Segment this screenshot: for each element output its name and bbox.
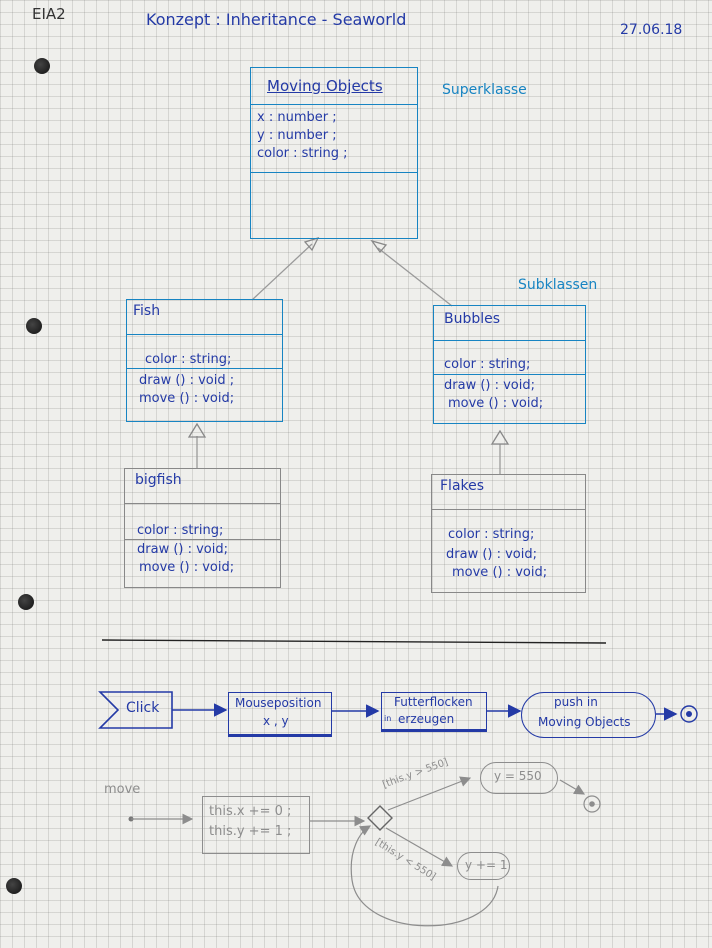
action-y-550: y = 550: [480, 762, 558, 794]
class-name: Bubbles: [444, 311, 501, 327]
action-text: y = 550: [494, 769, 542, 783]
class-bubbles: Bubbles color : string; draw () : void; …: [433, 305, 586, 424]
class-name: bigfish: [135, 472, 182, 488]
class-divider: [125, 503, 280, 504]
superclass-label: Superklasse: [442, 82, 527, 98]
action-text: y += 1: [465, 858, 508, 872]
action-y-plus-1: y += 1: [457, 852, 510, 880]
class-divider: [251, 172, 417, 173]
class-divider: [127, 368, 282, 369]
move-label: move: [104, 782, 141, 797]
click-event-label: Click: [126, 700, 160, 716]
punch-hole: [34, 58, 50, 74]
action-text: this.x += 0 ;: [209, 804, 292, 819]
class-divider: [432, 509, 585, 510]
attribute: color : string;: [448, 527, 535, 542]
class-name: Fish: [133, 303, 161, 319]
subclasses-label: Subklassen: [518, 277, 598, 293]
action-text: this.y += 1 ;: [209, 824, 292, 839]
class-divider: [125, 539, 280, 540]
step-push-moving-objects: push in Moving Objects: [521, 692, 656, 738]
attribute: color : string;: [145, 352, 232, 367]
attribute: color : string;: [444, 357, 531, 372]
attribute: color : string ;: [257, 146, 348, 161]
class-divider: [251, 104, 417, 105]
class-divider: [434, 374, 585, 375]
method: move () : void;: [452, 565, 548, 580]
attribute: x : number ;: [257, 110, 337, 125]
method: move () : void;: [139, 560, 235, 575]
step-futterflocken: Futterflocken in erzeugen: [381, 692, 487, 732]
attribute: color : string;: [137, 523, 224, 538]
class-fish: Fish color : string; draw () : void ; mo…: [126, 299, 283, 422]
punch-hole: [6, 878, 22, 894]
punch-hole: [18, 594, 34, 610]
method: move () : void;: [139, 391, 235, 406]
step-text: Moving Objects: [538, 715, 631, 729]
step-mouseposition: Mouseposition x , y: [228, 692, 332, 737]
step-text: push in: [554, 695, 598, 709]
date-label: 27.06.18: [620, 22, 683, 38]
step-text: Mouseposition: [235, 696, 322, 710]
class-name: Moving Objects: [267, 77, 383, 95]
class-divider: [127, 334, 282, 335]
punch-hole: [26, 318, 42, 334]
move-action-box: this.x += 0 ; this.y += 1 ;: [202, 796, 310, 854]
page-title: Konzept : Inheritance - Seaworld: [146, 10, 407, 29]
step-text: in: [384, 714, 392, 723]
method: move () : void;: [448, 396, 544, 411]
step-text: erzeugen: [398, 712, 455, 726]
class-moving-objects: Moving Objects x : number ; y : number ;…: [250, 67, 418, 239]
method: draw () : void;: [446, 547, 538, 562]
method: draw () : void;: [444, 378, 536, 393]
method: draw () : void;: [137, 542, 229, 557]
class-bigfish: bigfish color : string; draw () : void; …: [124, 468, 281, 588]
step-text: x , y: [263, 714, 289, 728]
attribute: y : number ;: [257, 128, 337, 143]
course-label: EIA2: [32, 5, 66, 23]
class-divider: [434, 340, 585, 341]
step-text: Futterflocken: [394, 695, 473, 709]
method: draw () : void ;: [139, 373, 235, 388]
class-name: Flakes: [440, 478, 485, 494]
class-flakes: Flakes color : string; draw () : void; m…: [431, 474, 586, 593]
